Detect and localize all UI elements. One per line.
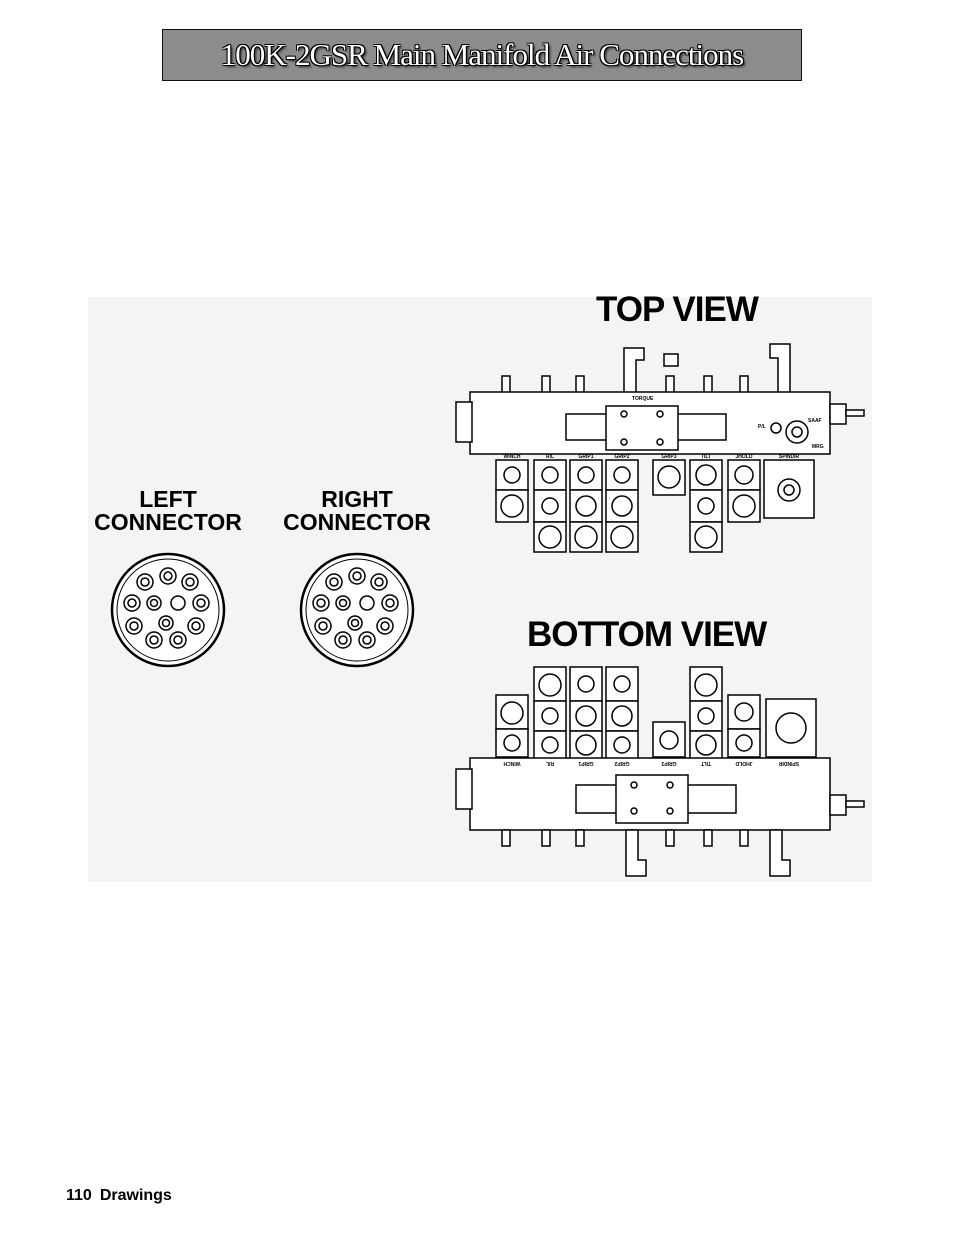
left-connector-label: LEFT CONNECTOR bbox=[90, 488, 246, 534]
mrg-tag: MRG bbox=[812, 444, 824, 450]
bottom-manifold-labels: WINCH R/L GRIP1 GRIP2 GRIP3 TILT JHOLD SPINDIR bbox=[503, 760, 799, 766]
section-name: Drawings bbox=[99, 1187, 172, 1204]
manifold-station-label: GRIP1 bbox=[578, 760, 593, 766]
page-title: 100K-2GSR Main Manifold Air Connections bbox=[220, 37, 744, 72]
right-connector-drawing bbox=[299, 552, 415, 668]
left-connector-label-line2: CONNECTOR bbox=[94, 509, 242, 535]
bottom-view-manifold: WINCH R/L GRIP1 GRIP2 GRIP3 TILT JHOLD SPINDIR bbox=[455, 666, 865, 877]
page-number: 110 bbox=[66, 1187, 92, 1204]
top-view-title: TOP VIEW bbox=[596, 290, 759, 329]
right-connector-label-line2: CONNECTOR bbox=[283, 509, 431, 535]
manifold-station-label: R/L bbox=[546, 760, 554, 766]
manifold-station-label: WINCH bbox=[503, 760, 520, 766]
manifold-station-label: WINCH bbox=[504, 454, 521, 460]
manifold-station-label: GRIP3 bbox=[661, 760, 676, 766]
manifold-station-label: TILT bbox=[701, 454, 711, 460]
manifold-station-label: TILT bbox=[701, 760, 711, 766]
left-connector-label-line1: LEFT bbox=[139, 486, 197, 512]
manifold-station-label: SPINDIR bbox=[779, 454, 800, 460]
page-title-banner: 100K-2GSR Main Manifold Air Connections bbox=[162, 29, 802, 81]
manifold-station-label: JHOLD bbox=[735, 760, 752, 766]
torque-tag: TORQUE bbox=[632, 396, 654, 402]
manifold-station-label: GRIP2 bbox=[614, 760, 629, 766]
right-connector-label: RIGHT CONNECTOR bbox=[279, 488, 435, 534]
manifold-station-label: JHOLD bbox=[736, 454, 753, 460]
manifold-station-label: SPINDIR bbox=[778, 760, 799, 766]
manifold-station-label: GRIP3 bbox=[661, 454, 676, 460]
manifold-station-label: R/L bbox=[546, 454, 554, 460]
top-manifold-labels: WINCH R/L GRIP1 GRIP2 GRIP3 TILT JHOLD SPINDIR bbox=[504, 454, 800, 460]
bottom-view-title: BOTTOM VIEW bbox=[527, 615, 767, 654]
manifold-station-label: GRIP2 bbox=[614, 454, 629, 460]
pl-tag: P/L bbox=[758, 424, 766, 430]
manifold-station-label: GRIP1 bbox=[578, 454, 593, 460]
saaf-tag: SAAF bbox=[808, 418, 822, 424]
page-footer: 110 Drawings bbox=[66, 1187, 180, 1205]
left-connector-drawing bbox=[110, 552, 226, 668]
right-connector-label-line1: RIGHT bbox=[321, 486, 393, 512]
